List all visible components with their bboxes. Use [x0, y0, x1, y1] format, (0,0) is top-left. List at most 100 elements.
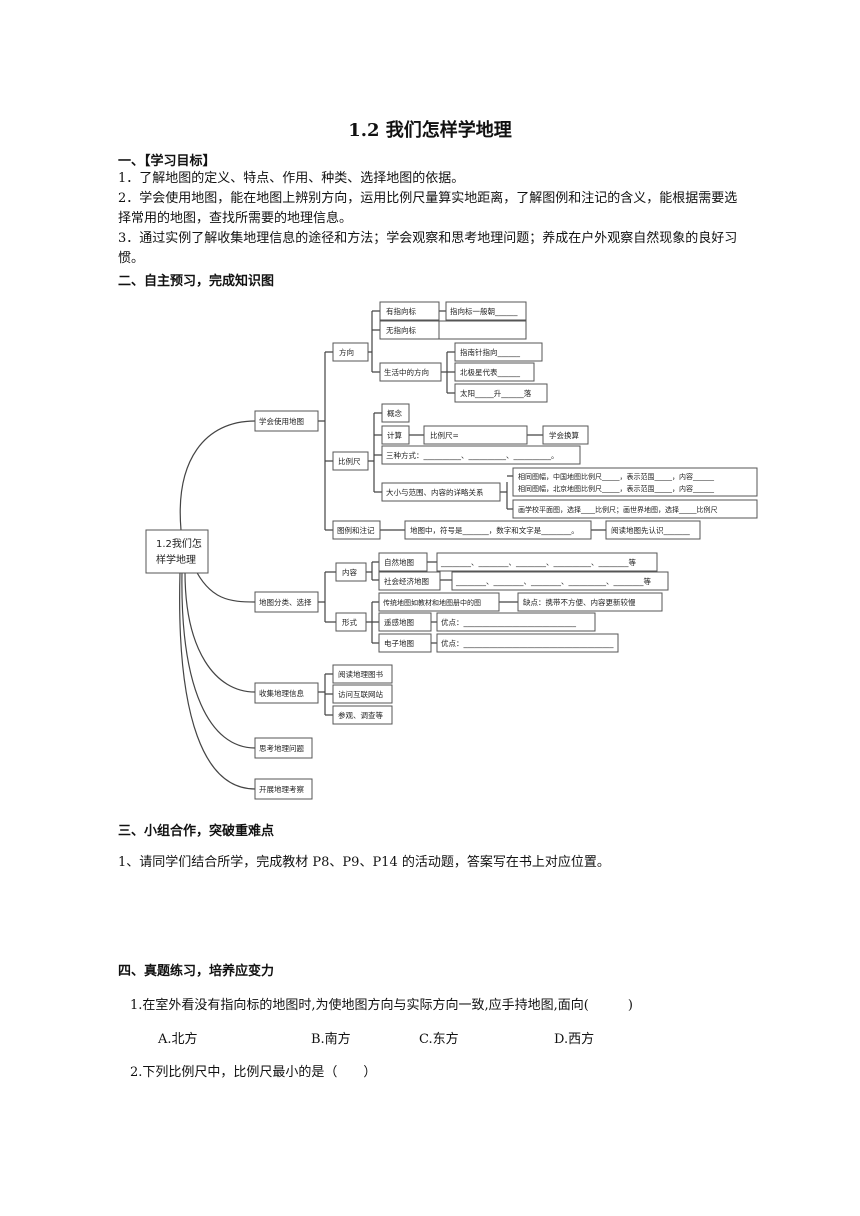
node-learn-convert: [542, 425, 589, 445]
node-read-legend: [605, 520, 701, 540]
node-classify: [254, 591, 319, 613]
section-heading-goals: 一、【学习目标】: [118, 154, 216, 169]
node-survey: [254, 778, 313, 800]
label-same-map-1: 相同图幅，中国地图比例尺_____，表示范围_____，内容______: [518, 472, 714, 481]
section-heading-group: 三、小组合作，突破重难点: [118, 824, 275, 839]
label-school-world: 画学校平面图，选择____比例尺；画世界地图，选择_____比例尺: [518, 505, 718, 514]
node-has-arrow-detail: [445, 301, 527, 321]
label-content: 内容: [342, 567, 357, 577]
label-paper-weak: 缺点：携带不方便、内容更新较慢: [523, 597, 636, 607]
label-scale-formula: 比例尺=: [430, 430, 459, 440]
label-same-map-2: 相同图幅，北京地图比例尺_____，表示范围_____，内容______: [518, 484, 714, 493]
label-visit: 参观、调查等: [338, 710, 383, 720]
node-concept: [381, 403, 410, 423]
node-think: [254, 737, 313, 759]
label-natural-map: 自然地图: [384, 557, 414, 567]
node-polaris: [454, 362, 535, 382]
label-digital-adv: 优点：_____________________________________…: [441, 638, 614, 648]
node-legend: [332, 520, 381, 540]
label-has-arrow-detail: 指向标一般朝______: [450, 306, 518, 316]
label-no-arrow: 无指向标: [386, 325, 416, 335]
q1-option-d: D.西方: [554, 1032, 595, 1047]
node-size-range: [381, 482, 501, 502]
mindmap-root-node: [145, 529, 209, 574]
node-compass: [454, 342, 543, 362]
node-paper-weak: [517, 592, 663, 612]
label-sun: 太阳_____升______落: [460, 388, 532, 398]
page-title: 1.2 我们怎样学地理: [348, 120, 512, 141]
label-learn-convert: 学会换算: [549, 430, 579, 440]
node-visit: [332, 705, 393, 725]
label-calc: 计算: [387, 430, 402, 440]
label-form: 形式: [342, 617, 357, 627]
goal-item-3: 3．通过实例了解收集地理信息的途径和方法；学会观察和思考地理问题；养成在户外观察…: [118, 231, 738, 266]
label-compass: 指南针指向______: [460, 347, 520, 357]
node-direction: [332, 342, 369, 362]
node-natural-map: [378, 552, 428, 572]
goal-item-1: 1．了解地图的定义、特点、作用、种类、选择地图的依据。: [118, 171, 465, 186]
label-read-legend: 阅读地图先认识_______: [611, 525, 690, 535]
label-has-arrow: 有指向标: [386, 306, 416, 316]
label-think: 思考地理问题: [259, 743, 304, 753]
label-social-map: 社会经济地图: [384, 576, 429, 586]
label-collect: 收集地理信息: [259, 688, 304, 698]
label-scale: 比例尺: [338, 456, 361, 466]
label-classify: 地图分类、选择: [259, 597, 312, 607]
label-internet: 访问互联网站: [338, 689, 383, 699]
root-label-line2: 样学地理: [156, 553, 196, 566]
label-size-range: 大小与范围、内容的详略关系: [386, 487, 484, 497]
node-calc: [381, 425, 410, 445]
question-1: 1.在室外看没有指向标的地图时,为使地图方向与实际方向一致,应手持地图,面向( …: [130, 998, 633, 1013]
node-legend-detail: [404, 520, 592, 540]
label-legend-detail: 地图中，符号是_______，数字和文字是________。: [410, 525, 579, 535]
label-digital-map: 电子地图: [384, 638, 414, 648]
node-internet: [332, 684, 393, 704]
label-natural-blanks: ________、________、________、__________、__…: [440, 557, 636, 567]
label-remote-adv: 优点：______________________________: [441, 617, 576, 627]
label-life-direction: 生活中的方向: [384, 367, 429, 377]
node-remote-adv: [436, 612, 596, 632]
node-sun: [454, 383, 548, 403]
node-life-direction: [379, 362, 442, 382]
node-read-books: [332, 664, 393, 684]
node-no-arrow-blank: [438, 320, 527, 340]
label-social-blanks: ________、________、________、__________、__…: [455, 576, 651, 586]
node-digital-map: [378, 633, 432, 653]
node-natural-blanks: [436, 552, 658, 572]
node-content: [335, 562, 367, 582]
q1-option-a: A.北方: [158, 1032, 198, 1047]
group-task-text: 1、请同学们结合所学，完成教材 P8、P9、P14 的活动题，答案写在书上对应位…: [118, 855, 610, 870]
knowledge-mindmap: 1.2我们怎 样学地理 学会使用地图 方向 有指向标 指向标一般朝______ …: [145, 301, 758, 800]
node-social-blanks: [451, 571, 669, 591]
label-direction: 方向: [339, 347, 354, 357]
node-scale: [332, 451, 369, 471]
node-social-map: [378, 571, 441, 591]
question-2: 2.下列比例尺中，比例尺最小的是（ ）: [130, 1065, 377, 1080]
q1-option-c: C.东方: [419, 1032, 459, 1047]
label-three-ways: 三种方式：__________、__________、__________。: [386, 450, 559, 460]
node-digital-adv: [436, 633, 619, 653]
node-school-world: [512, 499, 758, 519]
node-scale-formula: [423, 425, 528, 445]
node-same-map: [512, 467, 758, 497]
node-form: [335, 612, 367, 632]
label-use-map: 学会使用地图: [259, 416, 304, 426]
node-collect: [254, 682, 319, 704]
node-three-ways: [381, 445, 581, 465]
label-concept: 概念: [387, 408, 402, 418]
goal-item-2: 2．学会使用地图，能在地图上辨别方向，运用比例尺量算实地距离，了解图例和注记的含…: [118, 191, 738, 226]
root-label-line1: 1.2我们怎: [156, 537, 202, 550]
section-heading-practice: 四、真题练习，培养应变力: [118, 964, 275, 979]
node-has-arrow: [379, 301, 440, 321]
section-heading-preview: 二、自主预习，完成知识图: [118, 274, 275, 289]
label-legend: 图例和注记: [337, 525, 375, 535]
label-survey: 开展地理考察: [259, 784, 304, 794]
label-read-books: 阅读地理图书: [338, 669, 383, 679]
node-remote-map: [378, 612, 432, 632]
node-use-map: [254, 410, 319, 432]
label-paper-map: 传统地图如教材和地图册中的图: [383, 598, 481, 607]
label-remote-map: 遥感地图: [384, 617, 414, 627]
q1-option-b: B.南方: [311, 1032, 351, 1047]
label-polaris: 北极星代表______: [460, 367, 520, 377]
node-paper-map: [378, 592, 500, 612]
